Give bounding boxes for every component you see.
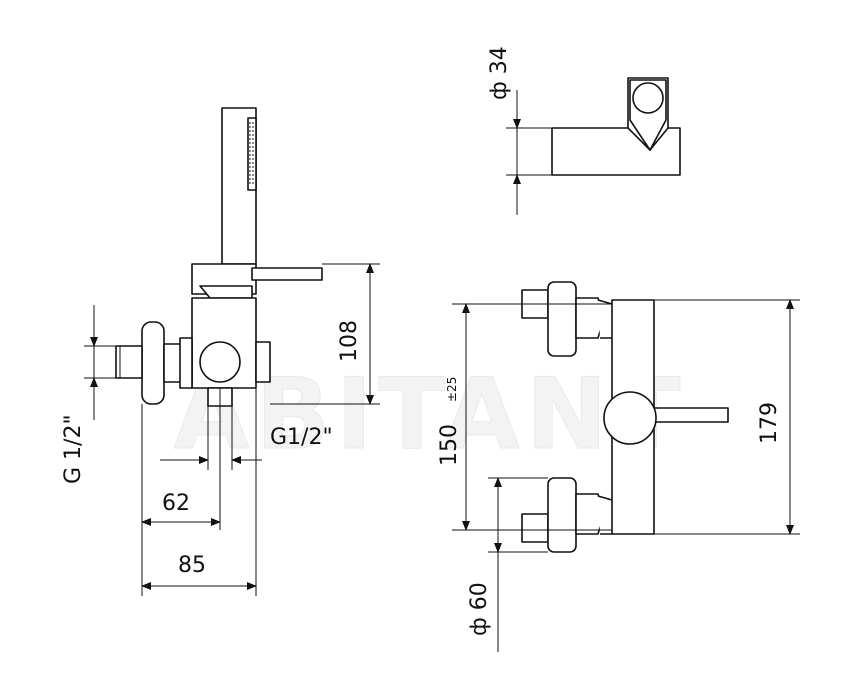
dimension-d34: ф 34 [487, 46, 512, 100]
shower-holder-view: ф 34 [487, 46, 681, 215]
dimension-85: 85 [178, 553, 206, 578]
dimension-62: 62 [162, 491, 190, 516]
lower-inlet-pipe [521, 513, 549, 543]
dimension-150: 150 [437, 424, 462, 466]
side-knob [199, 341, 241, 383]
dimension-g12-front: G1/2" [270, 425, 333, 450]
dimension-d60: ф 60 [467, 582, 492, 636]
top-lever [251, 267, 323, 281]
upper-flange [547, 281, 577, 357]
dimension-150-tolerance: ±25 [445, 377, 459, 402]
wall-flange [141, 321, 165, 405]
holder-ring [632, 82, 664, 114]
front-view: 150 ±25 179 ф 60 [437, 281, 800, 652]
front-lever [653, 407, 729, 423]
dimension-g12-side: G 1/2" [61, 414, 86, 484]
lower-flange [547, 477, 577, 553]
dimension-179: 179 [757, 402, 782, 444]
front-knob [603, 391, 657, 445]
side-view: 108 G 1/2" G1/2" 62 85 [61, 107, 380, 596]
dimension-108: 108 [337, 320, 362, 362]
